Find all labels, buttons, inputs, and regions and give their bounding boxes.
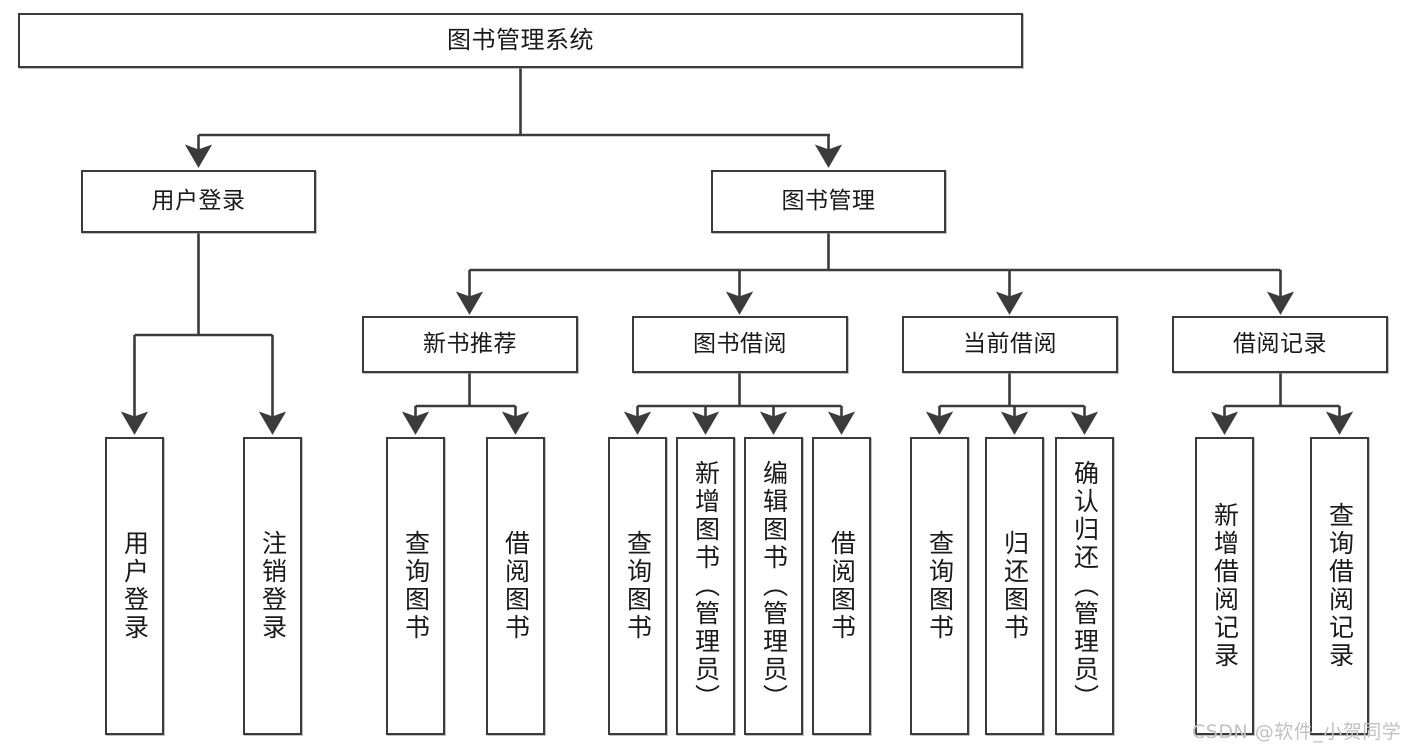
node-borrow-record[interactable]: 借阅记录 — [1172, 316, 1388, 373]
node-leaf-add-book-label: 新增图书（管理员） — [691, 460, 721, 712]
node-leaf-add-book[interactable]: 新增图书（管理员） — [676, 437, 735, 735]
node-leaf-query-book-2-label: 查询图书 — [623, 530, 653, 642]
node-leaf-query-book-1-label: 查询图书 — [401, 530, 431, 642]
csdn-watermark: CSDN @软件_小贺同学 — [1192, 721, 1402, 743]
node-leaf-query-book-1[interactable]: 查询图书 — [386, 437, 445, 735]
node-book-manage[interactable]: 图书管理 — [711, 170, 946, 233]
node-current-borrow-label: 当前借阅 — [963, 330, 1057, 357]
node-leaf-query-book-3-label: 查询图书 — [925, 530, 955, 642]
node-book-borrow[interactable]: 图书借阅 — [632, 316, 848, 373]
node-leaf-edit-book[interactable]: 编辑图书（管理员） — [744, 437, 803, 735]
node-leaf-borrow-book-2[interactable]: 借阅图书 — [812, 437, 871, 735]
node-leaf-query-record[interactable]: 查询借阅记录 — [1310, 437, 1369, 735]
node-leaf-confirm-return-label: 确认归还（管理员） — [1070, 460, 1100, 712]
node-leaf-query-book-2[interactable]: 查询图书 — [608, 437, 667, 735]
node-leaf-edit-book-label: 编辑图书（管理员） — [759, 460, 789, 712]
node-leaf-user-login[interactable]: 用户登录 — [105, 437, 164, 735]
node-leaf-add-record[interactable]: 新增借阅记录 — [1195, 437, 1254, 735]
node-user-login-label: 用户登录 — [151, 187, 246, 214]
node-leaf-confirm-return[interactable]: 确认归还（管理员） — [1055, 437, 1114, 735]
node-leaf-user-logout-label: 注销登录 — [258, 530, 288, 642]
node-leaf-add-record-label: 新增借阅记录 — [1210, 502, 1240, 670]
node-book-manage-label: 图书管理 — [781, 187, 876, 214]
node-leaf-borrow-book-2-label: 借阅图书 — [827, 530, 857, 642]
node-user-login[interactable]: 用户登录 — [81, 170, 316, 233]
node-leaf-borrow-book-1-label: 借阅图书 — [501, 530, 531, 642]
node-new-book-rec-label: 新书推荐 — [423, 330, 517, 357]
node-current-borrow[interactable]: 当前借阅 — [902, 316, 1118, 373]
node-leaf-borrow-book-1[interactable]: 借阅图书 — [486, 437, 545, 735]
node-book-borrow-label: 图书借阅 — [693, 330, 787, 357]
node-leaf-query-book-3[interactable]: 查询图书 — [910, 437, 969, 735]
node-leaf-user-logout[interactable]: 注销登录 — [243, 437, 302, 735]
node-leaf-query-record-label: 查询借阅记录 — [1325, 502, 1355, 670]
node-borrow-record-label: 借阅记录 — [1233, 330, 1327, 357]
node-root-label: 图书管理系统 — [447, 26, 594, 55]
node-leaf-return-book[interactable]: 归还图书 — [985, 437, 1044, 735]
node-new-book-rec[interactable]: 新书推荐 — [362, 316, 578, 373]
node-leaf-user-login-label: 用户登录 — [120, 530, 150, 642]
node-leaf-return-book-label: 归还图书 — [1000, 530, 1030, 642]
node-root[interactable]: 图书管理系统 — [18, 13, 1023, 68]
